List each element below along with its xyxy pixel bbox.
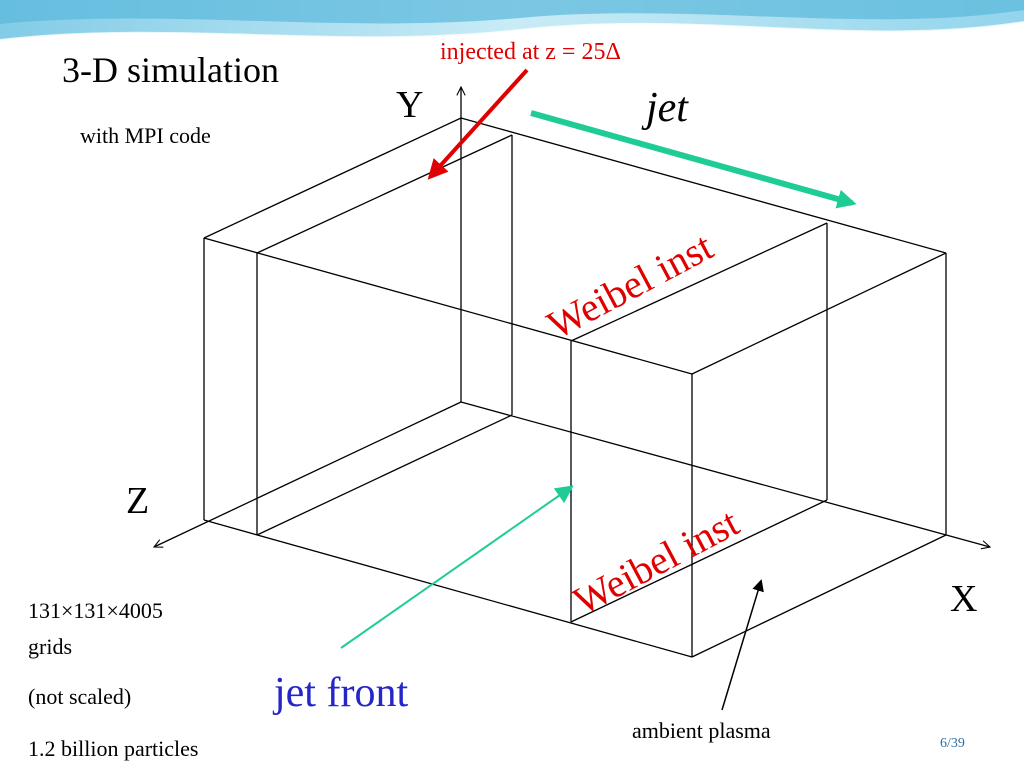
- axis-x-line: [460, 401, 990, 547]
- injection-arrow: [427, 68, 529, 180]
- jet-label: jet: [646, 85, 688, 131]
- axis-z-line: [154, 401, 462, 547]
- ambient-plasma-label: ambient plasma: [632, 718, 771, 743]
- slide-title: 3-D simulation: [62, 50, 279, 90]
- jet-front-label: jet front: [274, 670, 409, 716]
- ambient-plasma-arrow: [721, 579, 764, 711]
- simulation-box: [203, 117, 947, 658]
- header-wave: [0, 0, 1024, 41]
- jet-front-plane: [570, 222, 828, 623]
- axis-y-label: Y: [396, 84, 424, 126]
- injection-label: injected at z = 25Δ: [440, 39, 621, 65]
- jet-front-arrow: [340, 485, 574, 649]
- page-number: 6/39: [940, 736, 965, 751]
- jet-direction-arrow: [530, 110, 857, 209]
- axis-z-label: Z: [126, 480, 150, 522]
- grid-size-text: 131×131×4005: [28, 598, 163, 623]
- grids-text: grids: [28, 634, 72, 659]
- slide-subtitle: with MPI code: [80, 123, 211, 148]
- not-scaled-text: (not scaled): [28, 684, 132, 709]
- axes: [154, 87, 990, 547]
- injection-plane: [256, 134, 513, 536]
- axis-x-label: X: [950, 578, 978, 620]
- particle-count-text: 1.2 billion particles: [28, 736, 199, 761]
